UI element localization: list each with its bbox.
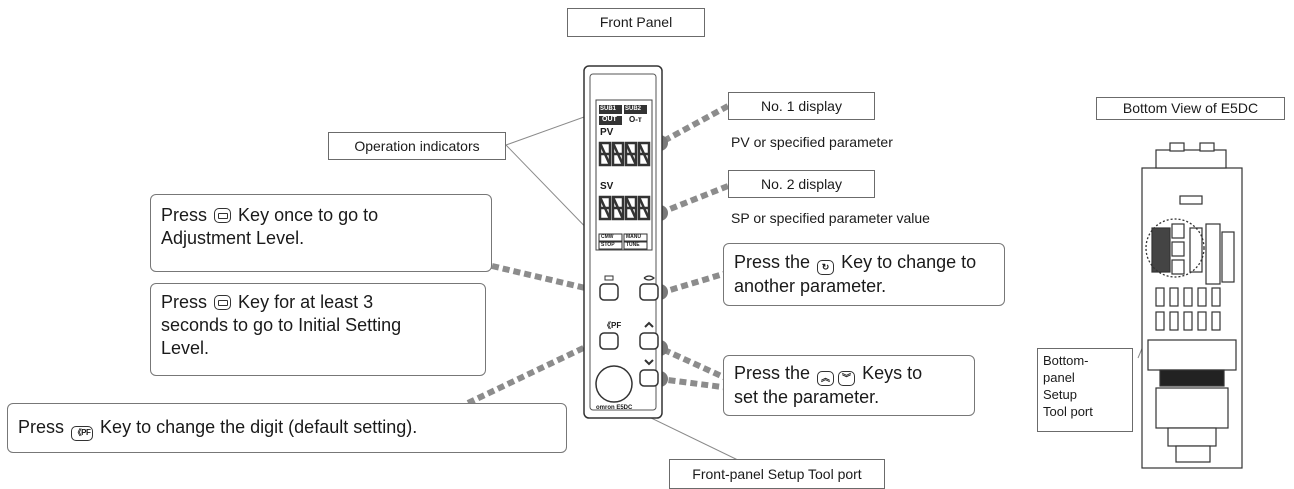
mode-key-icon [214, 295, 232, 310]
indicator-sub1: SUB1 [600, 106, 617, 112]
front-port-label: Front-panel Setup Tool port [669, 459, 885, 489]
callout-text: Press the [734, 363, 811, 383]
callout-text: another parameter. [734, 276, 887, 296]
pf-key-icon: 《PF [71, 426, 94, 441]
indicator-cmw: CMW [601, 234, 614, 240]
callout-text: Key for at least 3 [238, 292, 374, 312]
bottom-port-line1: Bottom- [1043, 353, 1089, 368]
mode-key-icon [214, 208, 232, 223]
callout-text: Keys to [862, 363, 923, 383]
callout-text: Adjustment Level. [161, 228, 305, 248]
callout-text: Press the [734, 252, 811, 272]
bottom-view-device [1141, 142, 1243, 469]
callout-text: Key to change to [841, 252, 977, 272]
bottom-view-title: Bottom View of E5DC [1096, 97, 1285, 120]
pv-label: PV [600, 127, 614, 138]
sv-digits [598, 195, 651, 221]
no1-display-label: No. 1 display [728, 92, 875, 120]
indicator-tune: TUNE [626, 242, 640, 248]
bottom-port-line4: Tool port [1043, 404, 1093, 419]
callout-text: Press [18, 417, 65, 437]
callout-text: Key once to go to [238, 205, 379, 225]
indicator-sub2: SUB2 [625, 106, 642, 112]
down-key-icon: ︾ [838, 371, 856, 386]
callout-text: Level. [161, 338, 210, 358]
callout-adjustment-level: Press Key once to go to Adjustment Level… [150, 194, 492, 272]
brand-label: omron E5DC [596, 405, 633, 411]
indicator-stop: STOP [601, 242, 615, 248]
callout-text: set the parameter. [734, 387, 880, 407]
pv-digits [598, 141, 651, 167]
bottom-port-line3: Setup [1043, 387, 1077, 402]
port-highlight-circle [1145, 218, 1205, 278]
bottom-port-label: Bottom- panel Setup Tool port [1037, 348, 1133, 432]
key-protect-icon: O-ᴛ [629, 115, 642, 124]
no2-display-label: No. 2 display [728, 170, 875, 198]
cycle-key-icon: ↻ [817, 260, 835, 275]
front-panel-title: Front Panel [567, 8, 705, 37]
pointer-lines [466, 103, 732, 406]
callout-text: Press [161, 292, 208, 312]
callout-change-digit: Press 《PF Key to change the digit (defau… [7, 403, 567, 453]
callout-initial-setting: Press Key for at least 3 seconds to go t… [150, 283, 486, 376]
callout-change-parameter: Press the ↻ Key to change to another par… [723, 243, 1005, 306]
sv-label: SV [600, 181, 614, 192]
callout-text: Key to change the digit (default setting… [100, 417, 418, 437]
callout-text: Press [161, 205, 208, 225]
indicator-out: OUT [602, 116, 617, 123]
callout-set-parameter: Press the ︽︾ Keys to set the parameter. [723, 355, 975, 416]
up-key-icon: ︽ [817, 371, 835, 386]
no2-display-caption: SP or specified parameter value [731, 210, 930, 226]
no1-display-caption: PV or specified parameter [731, 134, 893, 150]
front-keys [599, 283, 659, 387]
callout-text: seconds to go to Initial Setting [161, 315, 402, 335]
front-panel-device [583, 65, 663, 419]
pf-key-mark: 《PF [603, 321, 622, 330]
operation-indicators-label: Operation indicators [328, 132, 506, 160]
indicator-manu: MANU [626, 234, 641, 240]
bottom-port-line2: panel [1043, 370, 1075, 385]
